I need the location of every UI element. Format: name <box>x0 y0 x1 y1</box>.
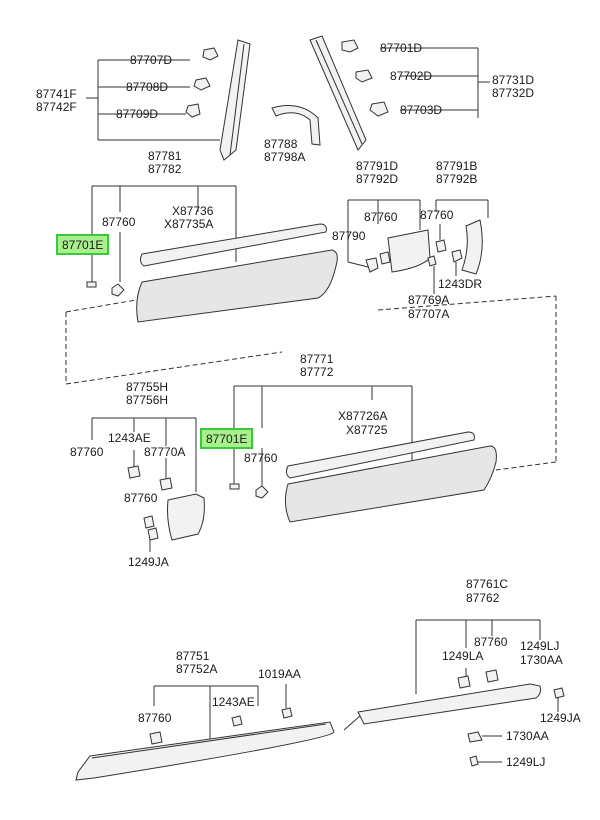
highlight-87701E-lower[interactable]: 87701E <box>200 428 254 449</box>
label-87791B[interactable]: 87791B <box>436 159 478 173</box>
label-87708D[interactable]: 87708D <box>126 80 169 94</box>
label-87781[interactable]: 87781 <box>148 149 182 163</box>
label-87756H[interactable]: 87756H <box>126 393 169 407</box>
label-87741F[interactable]: 87741F <box>36 87 77 101</box>
label-X87735A[interactable]: X87735A <box>164 217 214 231</box>
label-87732D[interactable]: 87732D <box>492 86 535 100</box>
highlight-87701E-upper[interactable]: 87701E <box>56 234 110 255</box>
label-87760-quarter[interactable]: 87760 <box>70 445 104 459</box>
label-87790[interactable]: 87790 <box>332 229 366 243</box>
label-1243DR[interactable]: 1243DR <box>438 277 483 291</box>
label-87760-right[interactable]: 87760 <box>420 208 454 222</box>
label-1249LA[interactable]: 1249LA <box>442 649 484 663</box>
label-87760-rocker-right[interactable]: 87760 <box>474 635 508 649</box>
label-87788[interactable]: 87788 <box>264 137 298 151</box>
label-87760-rear[interactable]: 87760 <box>244 451 278 465</box>
label-87751[interactable]: 87751 <box>176 649 210 663</box>
label-87769A[interactable]: 87769A <box>408 293 450 307</box>
label-X87725[interactable]: X87725 <box>346 423 388 437</box>
label-1019AA[interactable]: 1019AA <box>258 667 301 681</box>
label-87752A[interactable]: 87752A <box>176 662 218 676</box>
label-87760-rocker-left[interactable]: 87760 <box>138 711 172 725</box>
label-1249LJ-top[interactable]: 1249LJ <box>520 639 560 653</box>
label-87707D[interactable]: 87707D <box>130 53 173 67</box>
label-87792B[interactable]: 87792B <box>436 172 478 186</box>
label-87791D[interactable]: 87791D <box>356 159 399 173</box>
label-87709D[interactable]: 87709D <box>116 107 159 121</box>
label-87702D[interactable]: 87702D <box>390 69 433 83</box>
label-87703D[interactable]: 87703D <box>400 103 443 117</box>
label-87772[interactable]: 87772 <box>300 365 334 379</box>
label-1249LJ-bottom[interactable]: 1249LJ <box>506 755 546 769</box>
label-87742F[interactable]: 87742F <box>36 100 77 114</box>
label-X87736[interactable]: X87736 <box>172 204 214 218</box>
label-87701D[interactable]: 87701D <box>380 41 423 55</box>
label-87792D[interactable]: 87792D <box>356 172 399 186</box>
label-1243AE-quarter[interactable]: 1243AE <box>108 431 151 445</box>
label-1730AA-top[interactable]: 1730AA <box>520 653 563 667</box>
label-1249JA-right[interactable]: 1249JA <box>540 711 581 725</box>
label-87770A[interactable]: 87770A <box>144 445 186 459</box>
label-87771[interactable]: 87771 <box>300 352 334 366</box>
label-87731D[interactable]: 87731D <box>492 73 535 87</box>
label-1249JA-quarter[interactable]: 1249JA <box>128 555 169 569</box>
label-87782[interactable]: 87782 <box>148 162 182 176</box>
label-87755H[interactable]: 87755H <box>126 380 169 394</box>
label-87707A[interactable]: 87707A <box>408 307 450 321</box>
label-87798A[interactable]: 87798A <box>264 150 306 164</box>
label-87760-mid[interactable]: 87760 <box>364 210 398 224</box>
label-X87726A[interactable]: X87726A <box>338 409 388 423</box>
label-1730AA-bottom[interactable]: 1730AA <box>506 729 549 743</box>
label-87761C[interactable]: 87761C <box>466 577 509 591</box>
label-87760-front[interactable]: 87760 <box>102 215 136 229</box>
label-1243AE-rocker[interactable]: 1243AE <box>212 695 255 709</box>
label-87760-quarter-lower[interactable]: 87760 <box>124 491 158 505</box>
label-87762[interactable]: 87762 <box>466 591 500 605</box>
